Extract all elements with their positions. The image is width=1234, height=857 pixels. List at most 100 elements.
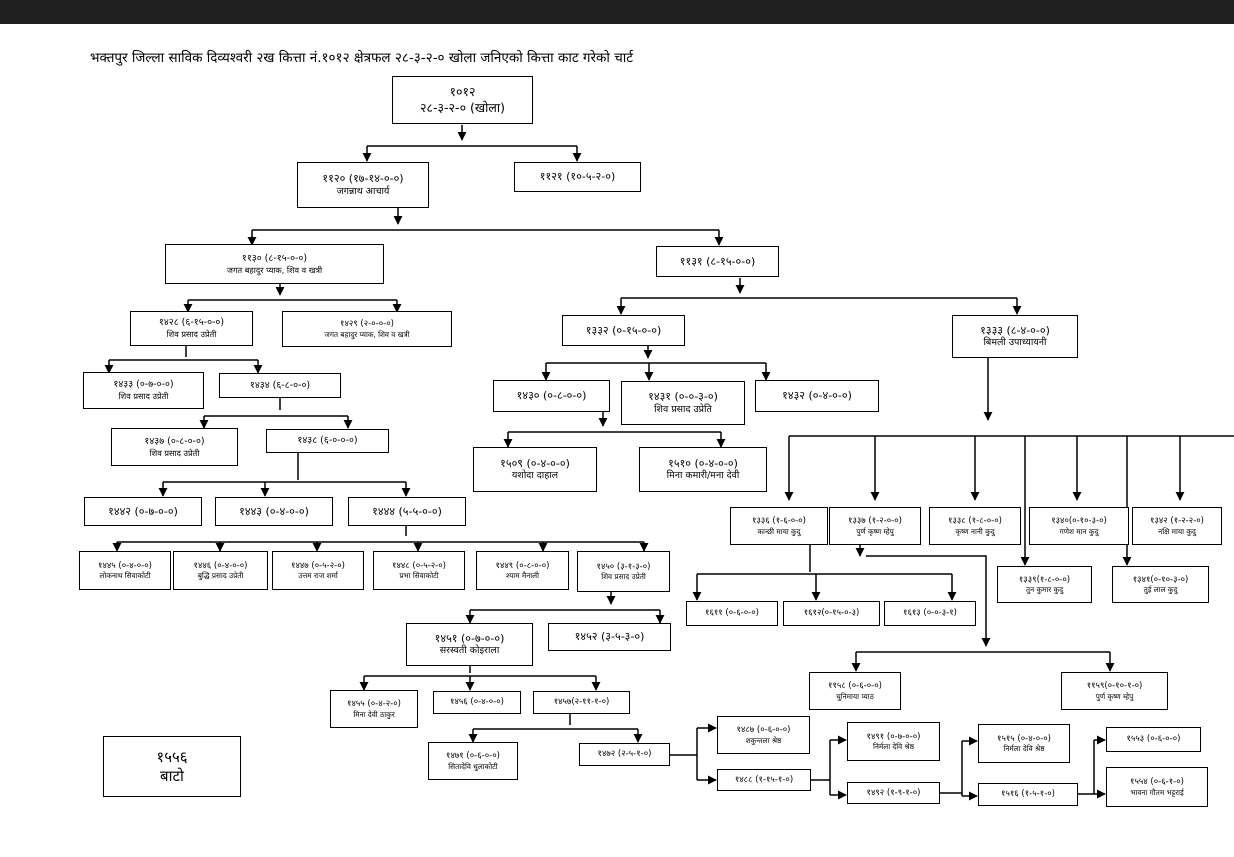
node-sub: बुद्धि प्रसाद उप्रेती <box>197 571 244 581</box>
node-label: १४५७(२-११-१-०) <box>553 697 610 708</box>
node-label: १४३४ (६-८-०-०) <box>249 379 311 391</box>
node-label: १४९१ (०-७-०-०) <box>866 731 921 742</box>
node-label: १४३१ (०-०-३-०) <box>648 390 718 404</box>
node-sub: बाटो <box>160 766 184 785</box>
node-label: १४५१ (०-७-०-०) <box>434 631 505 645</box>
node-label: १६१२(०-१५-०-३) <box>803 608 860 619</box>
node-label: ११५९(०-१०-१-०) <box>1086 681 1143 692</box>
node-label: १४३३ (०-७-०-०) <box>113 379 174 391</box>
node-1554: १५५४ (०-६-१-०) भावना गौतम भट्टराई <box>1106 767 1208 807</box>
node-label: १३४२ (१-२-२-०) <box>1150 516 1204 527</box>
node-label: १४२८ (६-१५-०-०) <box>158 317 225 329</box>
node-1433: १४३३ (०-७-०-०) शिव प्रसाद उप्रेती <box>83 372 204 409</box>
node-1553: १५५३ (०-६-०-०) <box>1106 727 1201 752</box>
node-1487: १४८७ (०-६-०-०) शकुन्तला श्रेष्ठ <box>717 716 810 754</box>
node-label: १४४८ (०-५-२-०) <box>392 560 446 571</box>
node-sub: गणेश मान कुदु <box>1059 526 1099 536</box>
node-1121: ११२१ (१०-५-२-०) <box>514 162 641 192</box>
node-sub: शिव प्रसाद उप्रेती <box>118 391 169 402</box>
node-label: ११२० (१७-१४-०-०) <box>322 172 404 186</box>
node-1556: १५५६ बाटो <box>103 736 241 797</box>
node-1451: १४५१ (०-७-०-०) सरस्वती कोइराला <box>406 623 533 666</box>
node-1336: १३३६ (१-६-०-०) कान्छी माया कुदु <box>730 507 828 545</box>
node-1120: ११२० (१७-१४-०-०) जगन्नाथ आचार्य <box>297 162 429 208</box>
node-1442: १४४२ (०-७-०-०) <box>84 497 202 526</box>
node-1339: १३३९(१-८-०-०) तुन कुमार कुदु <box>997 566 1092 603</box>
node-1432: १४३२ (०-४-०-०) <box>755 380 879 412</box>
node-1447: १४४७ (०-५-२-०) उत्तम राज शर्मा <box>272 551 364 590</box>
node-sub: मिना देवी ठाकुर <box>353 709 395 719</box>
node-1159: ११५९(०-१०-१-०) पुर्ण कृष्ण म्हेपु <box>1061 672 1168 710</box>
node-label: १३४१(०-१०-३-०) <box>1132 574 1189 585</box>
node-label: १४५२ (३-५-३-०) <box>574 630 645 644</box>
node-label: १४४९ (०-८-०-०) <box>495 560 550 571</box>
node-label: ११५८ (०-६-०-०) <box>828 681 882 692</box>
node-1471: १४७१ (०-६-०-०) सितादेवि धुलाकोटी <box>428 742 518 780</box>
node-label: १४५० (३-१-३-०) <box>596 561 651 572</box>
node-1342: १३४२ (१-२-२-०) नक्षि माया कुदु <box>1132 507 1222 545</box>
node-label: १४७१ (०-६-०-०) <box>446 751 500 762</box>
node-sub: निर्मला देवि श्रेष्ठ <box>1003 744 1045 754</box>
node-label: १४५६ (०-४-०-०) <box>450 697 504 708</box>
node-label: १६१३ (०-०-३-१) <box>903 608 957 619</box>
node-label: ११२१ (१०-५-२-०) <box>539 170 616 184</box>
node-label: १४३८ (६-०-०-०) <box>297 435 358 447</box>
node-sub: सितादेवि धुलाकोटी <box>448 761 498 771</box>
node-label: १३३६ (१-६-०-०) <box>752 516 806 527</box>
node-label: १४५५ (०-४-२-०) <box>347 699 401 710</box>
node-label: १५५३ (०-६-०-०) <box>1126 734 1181 745</box>
node-sub: पुर्ण कृष्ण म्हेपु <box>1095 691 1134 701</box>
node-1472: १४७२ (२-५-१-०) <box>579 743 670 766</box>
node-label: १४३२ (०-४-०-०) <box>782 389 852 403</box>
node-1446: १४४६ (०-४-०-०) बुद्धि प्रसाद उप्रेती <box>173 551 268 590</box>
node-1337: १३३७ (१-२-०-०) पुर्ण कृष्ण म्हेपु <box>829 507 921 545</box>
node-sub: उत्तम राज शर्मा <box>298 571 338 581</box>
node-label: १३३८ (१-८-०-०) <box>948 516 1002 527</box>
node-1613: १६१३ (०-०-३-१) <box>884 601 976 626</box>
node-1450: १४५० (३-१-३-०) शिव प्रसाद उप्रेती <box>577 551 670 592</box>
node-sub: पुर्ण कृष्ण म्हेपु <box>856 526 894 536</box>
node-sub: प्रभा सिवाकोटी <box>399 571 439 581</box>
node-1429: १४२९ (२-०-०-०) जगत बहादुर प्याक, शिव व ख… <box>282 311 452 347</box>
node-label: १५०९ (०-४-०-०) <box>500 456 570 470</box>
node-sub: मिना कमारी/मना देवी <box>666 470 740 482</box>
node-sub: निर्मला देवि श्रेष्ठ <box>872 742 915 752</box>
node-1130: ११३० (८-१५-०-०) जगत बहादुर प्याक, शिव व … <box>165 244 384 284</box>
node-sub: तुई लाल कुदु <box>1143 585 1178 595</box>
node-label: १४४४ (५-५-०-०) <box>372 504 442 518</box>
node-sub: शिव प्रसाद उप्रेती <box>149 447 200 458</box>
node-label: १३३७ (१-२-०-०) <box>848 516 902 527</box>
node-label: १४८७ (०-६-०-०) <box>736 725 791 736</box>
node-sub: जगत बहादुर प्याक, शिव व खत्री <box>324 329 410 339</box>
node-1333: १३३३ (८-४-०-०) बिमली उपाध्यायनी <box>952 315 1078 358</box>
node-label: ११३० (८-१५-०-०) <box>241 252 308 264</box>
node-label: १४७२ (२-५-१-०) <box>597 749 652 760</box>
node-label: १३३९(१-८-०-०) <box>1018 574 1071 585</box>
node-1428: १४२८ (६-१५-०-०) शिव प्रसाद उप्रेती <box>130 311 253 346</box>
node-1448: १४४८ (०-५-२-०) प्रभा सिवाकोटी <box>373 551 465 590</box>
node-sub: नक्षि माया कुदु <box>1158 526 1196 536</box>
node-1338: १३३८ (१-८-०-०) कृष्ण नानी कुदु <box>929 507 1021 545</box>
node-label: १३३२ (०-१५-०-०) <box>585 323 662 337</box>
node-label: १०१२ <box>449 84 476 100</box>
node-sub: सरस्वती कोइराला <box>439 645 500 657</box>
node-1444: १४४४ (५-५-०-०) <box>348 497 466 526</box>
window-top-bar <box>0 0 1234 24</box>
node-label: ११३१ (८-१५-०-०) <box>679 254 756 268</box>
node-1611: १६११ (०-६-०-०) <box>686 601 778 626</box>
node-1430: १४३० (०-८-०-०) <box>493 380 610 412</box>
node-1431: १४३१ (०-०-३-०) शिव प्रसाद उप्रेति <box>621 381 745 425</box>
node-label: १४९२ (१-९-१-०) <box>866 787 921 798</box>
node-sub: लोकनाथ सिवाकोटी <box>99 571 151 581</box>
node-1443: १४४३ (०-४-०-०) <box>215 497 333 526</box>
node-sub: बिमली उपाध्यायनी <box>983 337 1047 349</box>
node-label: १४८८ (१-१५-१-०) <box>734 774 794 785</box>
node-1509: १५०९ (०-४-०-०) यशोदा दाहाल <box>473 447 597 492</box>
node-sub: कान्छी माया कुदु <box>757 526 801 536</box>
node-sub: शिव प्रसाद उप्रेती <box>166 329 217 340</box>
node-1131: ११३१ (८-१५-०-०) <box>656 246 779 277</box>
node-sub: श्याम मैनाली <box>505 571 540 581</box>
node-sub: जगत बहादुर प्याक, शिव व खत्री <box>226 264 323 275</box>
node-label: १४४२ (०-७-०-०) <box>108 504 178 518</box>
node-label: १४३० (०-८-०-०) <box>516 389 587 403</box>
